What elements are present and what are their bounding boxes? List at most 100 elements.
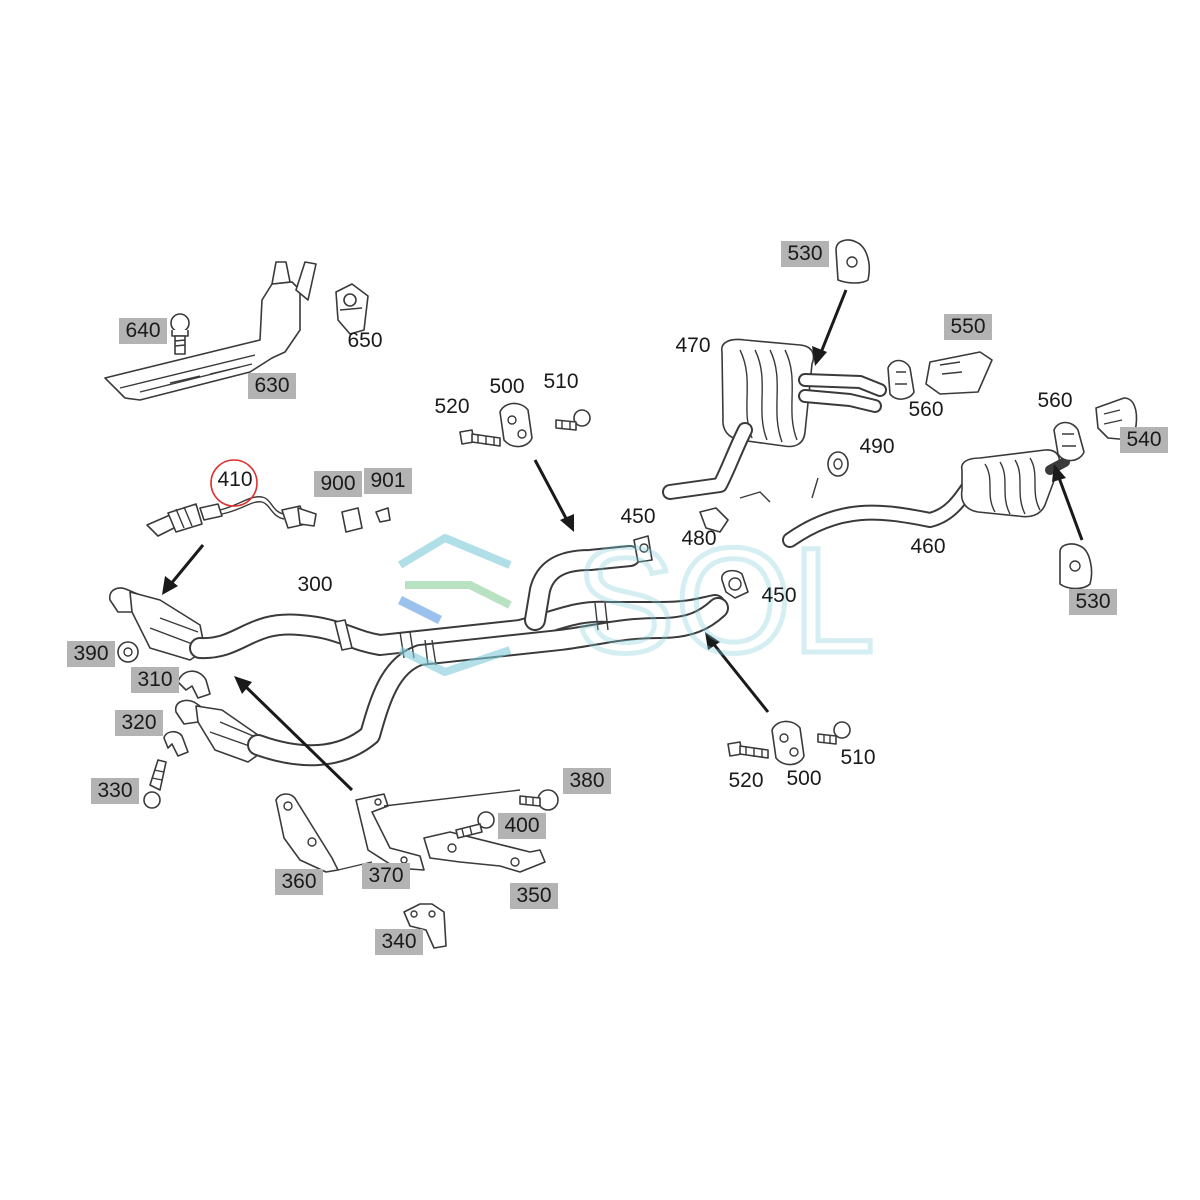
tail-pipe-tip-part [925,351,993,395]
part-label-background [1120,427,1168,453]
bracket-part [335,283,369,335]
bolt-part [455,811,495,839]
part-label-text: 630 [254,374,289,397]
clamp-part [163,730,189,757]
part-number-390: 390 [67,641,115,667]
part-label-text: 510 [840,746,875,769]
bolt-part [459,429,501,447]
part-label-text: 480 [681,527,716,550]
exhaust-pipe-part [189,545,729,767]
part-number-510: 510 [840,746,875,769]
part-number-470: 470 [675,334,710,357]
part-label-text: 320 [121,711,156,734]
part-label-text: 650 [347,329,382,352]
part-number-460: 460 [910,535,945,558]
part-label-background [131,667,179,693]
part-label-text: 470 [675,334,710,357]
part-label-text: 390 [73,642,108,665]
part-label-text: 370 [368,864,403,887]
pointer-arrow [533,459,574,532]
part-number-540: 540 [1120,427,1168,453]
watermark-text: SOL [575,516,875,684]
part-number-380: 380 [563,768,611,794]
rubber-mount-part [771,720,805,766]
part-label-text: 300 [297,573,332,596]
rubber-hanger-part [835,239,871,284]
part-number-900: 900 [314,471,362,497]
part-number-901: 901 [364,468,412,494]
part-label-text: 330 [97,779,132,802]
part-label-text: 560 [908,398,943,421]
clamp-part [177,670,211,699]
part-label-text: 360 [281,870,316,893]
part-label-background [781,241,829,267]
part-number-520: 520 [728,769,763,792]
part-label-text: 460 [910,535,945,558]
part-number-510: 510 [543,370,578,393]
catalytic-converter-part [174,699,263,763]
part-label-text: 901 [370,469,405,492]
part-labels: 640 650 630 410 900 901 520 500 510 530 470 550 560 5… [67,241,1168,955]
part-label-text: 640 [125,319,160,342]
pointer-arrow [234,676,354,792]
part-label-text: 450 [620,505,655,528]
bolt-part [727,741,769,759]
rubber-mount-part [499,402,533,448]
part-number-500: 500 [786,767,821,790]
part-number-560: 560 [1037,389,1072,412]
part-label-background [563,768,611,794]
part-number-410: 410 [217,468,252,491]
part-number-450: 450 [761,584,796,607]
part-number-300: 300 [297,573,332,596]
clamp-part [1053,421,1085,462]
part-label-background [67,641,115,667]
part-label-text: 530 [1075,590,1110,613]
clamp-part [721,569,749,599]
bracket-part [423,831,546,873]
part-number-640: 640 [119,318,167,344]
clamp-part [887,359,915,400]
part-number-340: 340 [375,929,423,955]
part-label-text: 350 [516,884,551,907]
part-label-background [1069,589,1117,615]
heat-shield-part [104,261,317,401]
pointer-arrow [812,289,848,366]
part-label-background [248,373,296,399]
part-number-530: 530 [781,241,829,267]
hanger-bracket-part [699,491,771,533]
part-label-text: 340 [381,930,416,953]
part-label-background [119,318,167,344]
watermark-logo: SOL [397,514,878,687]
part-number-310: 310 [131,667,179,693]
part-label-text: 560 [1037,389,1072,412]
part-label-background [944,314,992,340]
part-label-text: 500 [786,767,821,790]
part-label-text: 520 [434,395,469,418]
part-number-650: 650 [347,329,382,352]
part-number-530: 530 [1069,589,1117,615]
rubber-hanger-part [1059,543,1093,590]
part-number-400: 400 [498,813,546,839]
part-label-text: 410 [217,468,252,491]
part-label-text: 510 [543,370,578,393]
bracket-part [355,793,425,871]
clip-part [341,507,391,533]
part-label-text: 490 [859,435,894,458]
part-label-text: 400 [504,814,539,837]
bolt-part [817,721,851,745]
part-label-background [115,710,163,736]
part-number-500: 500 [489,375,524,398]
part-label-text: 380 [569,769,604,792]
washer-part [811,451,849,499]
part-label-background [510,883,558,909]
part-number-320: 320 [115,710,163,736]
part-number-350: 350 [510,883,558,909]
part-number-370: 370 [362,863,410,889]
part-number-550: 550 [944,314,992,340]
part-label-text: 540 [1126,428,1161,451]
part-label-text: 310 [137,668,172,691]
part-number-560: 560 [908,398,943,421]
part-number-360: 360 [275,869,323,895]
